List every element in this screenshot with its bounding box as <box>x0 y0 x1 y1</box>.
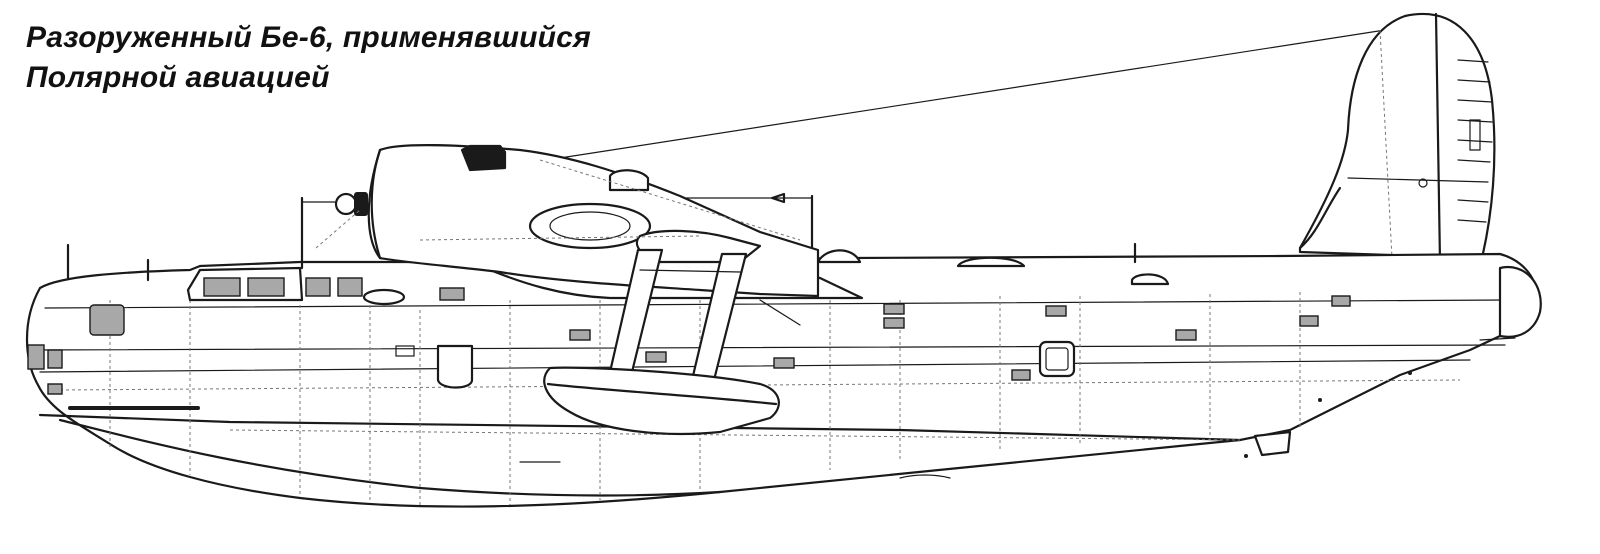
engine-nacelle <box>315 143 820 298</box>
hull <box>25 252 1542 508</box>
entry-door <box>436 344 474 389</box>
caption-line-2: Полярной авиацией <box>26 61 330 94</box>
vertical-tail-fin <box>1298 12 1496 264</box>
hull-step <box>519 371 1412 479</box>
figure-caption: Разоруженный Бе-6, применявшийся Полярно… <box>26 18 591 98</box>
tail-cone <box>1498 265 1542 338</box>
cockpit-canopy <box>186 266 363 302</box>
antenna-wire <box>559 29 1386 159</box>
wing-float <box>543 366 780 436</box>
caption-line-1: Разоруженный Бе-6, применявшийся <box>26 21 591 54</box>
fuselage-windows <box>27 287 1351 410</box>
rear-hatch <box>1038 340 1076 378</box>
